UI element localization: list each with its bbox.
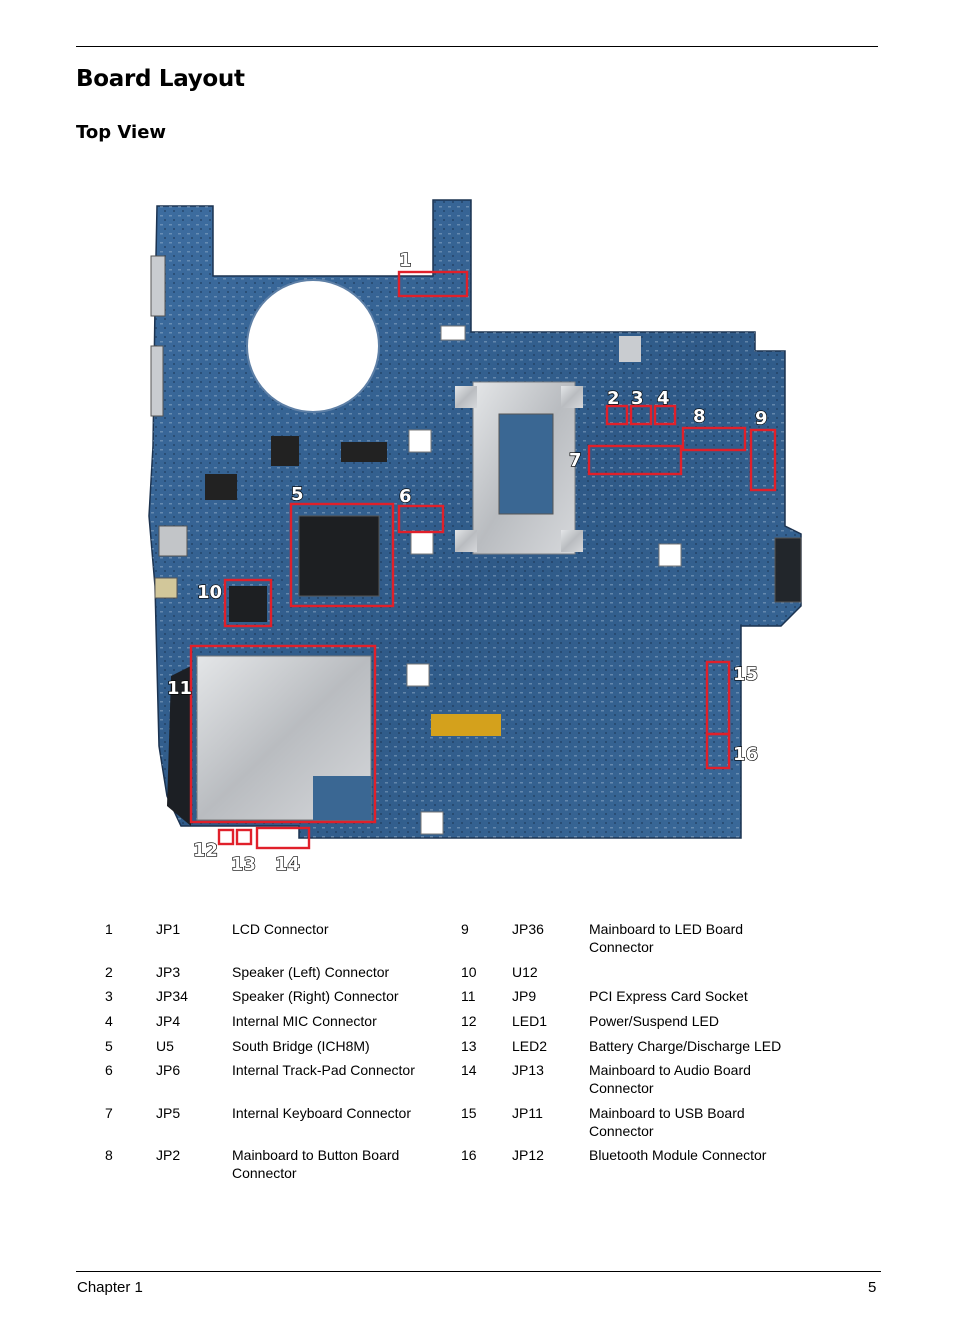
- highlight-jp9: [189, 644, 377, 824]
- legend-desc: Internal Keyboard Connector: [232, 1105, 411, 1121]
- legend-number: 8: [105, 1147, 113, 1163]
- highlight-jp5: [587, 444, 683, 476]
- legend-ref: JP11: [512, 1105, 543, 1121]
- callout-16: 16: [733, 744, 758, 765]
- callout-8: 8: [693, 406, 706, 427]
- highlight-u5: [289, 502, 395, 608]
- highlight-jp2: [681, 426, 747, 452]
- legend-desc: Mainboard to USB Board: [589, 1105, 745, 1121]
- callout-12: 12: [193, 840, 218, 861]
- legend-ref: JP3: [156, 964, 181, 980]
- legend-number: 16: [461, 1147, 477, 1163]
- legend-number: 3: [105, 988, 113, 1004]
- highlight-jp34: [629, 404, 653, 426]
- legend-desc: Speaker (Right) Connector: [232, 988, 399, 1004]
- legend-number: 4: [105, 1013, 113, 1029]
- callout-15: 15: [733, 664, 758, 685]
- legend-desc: Bluetooth Module Connector: [589, 1147, 767, 1163]
- legend-ref: JP36: [512, 921, 544, 937]
- page-title: Board Layout: [76, 66, 245, 92]
- highlight-u12: [223, 578, 273, 628]
- legend-desc: Speaker (Left) Connector: [232, 964, 390, 980]
- legend-ref: U12: [512, 964, 538, 980]
- legend-ref: JP4: [156, 1013, 181, 1029]
- legend-number: 5: [105, 1038, 113, 1054]
- legend-number: 2: [105, 964, 113, 980]
- legend-desc: Mainboard to Audio Board: [589, 1062, 751, 1078]
- highlight-jp4: [653, 404, 677, 426]
- callout-7: 7: [569, 450, 582, 471]
- legend-desc: Mainboard to LED Board: [589, 921, 744, 937]
- legend-desc-line2: Connector: [232, 1165, 297, 1181]
- legend-desc: LCD Connector: [232, 921, 329, 937]
- legend-ref: JP6: [156, 1062, 181, 1078]
- legend-desc: Internal MIC Connector: [232, 1013, 377, 1029]
- legend-desc-line2: Connector: [589, 1080, 654, 1096]
- callout-11: 11: [167, 678, 192, 699]
- legend-ref: LED1: [512, 1013, 548, 1029]
- legend-ref: JP5: [156, 1105, 181, 1121]
- legend-number: 12: [461, 1013, 477, 1029]
- legend-number: 14: [461, 1062, 477, 1078]
- callout-3: 3: [631, 388, 644, 409]
- highlight-boxes: [189, 270, 777, 850]
- callout-5: 5: [291, 484, 304, 505]
- footer-chapter: Chapter 1: [77, 1279, 143, 1296]
- legend-ref: JP34: [156, 988, 188, 1004]
- footer-page-number: 5: [868, 1279, 877, 1296]
- callout-10: 10: [197, 582, 222, 603]
- section-title: Top View: [76, 122, 167, 143]
- legend-ref: U5: [156, 1038, 174, 1054]
- legend-desc-line2: Connector: [589, 1123, 654, 1139]
- callout-2: 2: [607, 388, 620, 409]
- callout-9: 9: [755, 408, 768, 429]
- legend-desc: Internal Track-Pad Connector: [232, 1062, 415, 1078]
- callout-6: 6: [399, 486, 412, 507]
- mainboard-photo: 1 2 3 4 5 6 7 8 9 10 11 12 13 14 15 16: [148, 196, 802, 876]
- legend-number: 10: [461, 964, 477, 980]
- legend-number: 6: [105, 1062, 113, 1078]
- highlight-jp13: [255, 826, 311, 850]
- legend-desc: Mainboard to Button Board: [232, 1147, 400, 1163]
- legend-desc: Power/Suspend LED: [589, 1013, 719, 1029]
- legend-number: 13: [461, 1038, 477, 1054]
- highlight-led1: [217, 828, 235, 846]
- legend-ref: JP12: [512, 1147, 544, 1163]
- header-rule: [76, 46, 878, 47]
- legend-ref: JP1: [156, 921, 181, 937]
- legend-desc: Battery Charge/Discharge LED: [589, 1038, 782, 1054]
- highlight-jp6: [397, 504, 445, 534]
- legend-desc-line2: Connector: [589, 939, 654, 955]
- legend-ref: JP9: [512, 988, 537, 1004]
- legend-number: 9: [461, 921, 469, 937]
- legend-desc: South Bridge (ICH8M): [232, 1038, 370, 1054]
- legend-number: 11: [461, 988, 476, 1004]
- legend-number: 7: [105, 1105, 113, 1121]
- legend-ref: JP13: [512, 1062, 544, 1078]
- legend-number: 15: [461, 1105, 477, 1121]
- legend-ref: LED2: [512, 1038, 548, 1054]
- highlight-jp3: [605, 404, 629, 426]
- legend-ref: JP2: [156, 1147, 181, 1163]
- callout-1: 1: [399, 250, 412, 271]
- callout-13: 13: [231, 854, 256, 875]
- highlight-jp12: [705, 732, 731, 770]
- callout-14: 14: [275, 854, 300, 875]
- highlight-led2: [235, 828, 253, 846]
- callout-4: 4: [657, 388, 670, 409]
- legend-desc: PCI Express Card Socket: [589, 988, 748, 1004]
- legend-number: 1: [105, 921, 113, 937]
- highlight-jp1: [397, 270, 469, 298]
- footer-rule: [76, 1271, 881, 1272]
- highlight-jp36: [749, 428, 777, 492]
